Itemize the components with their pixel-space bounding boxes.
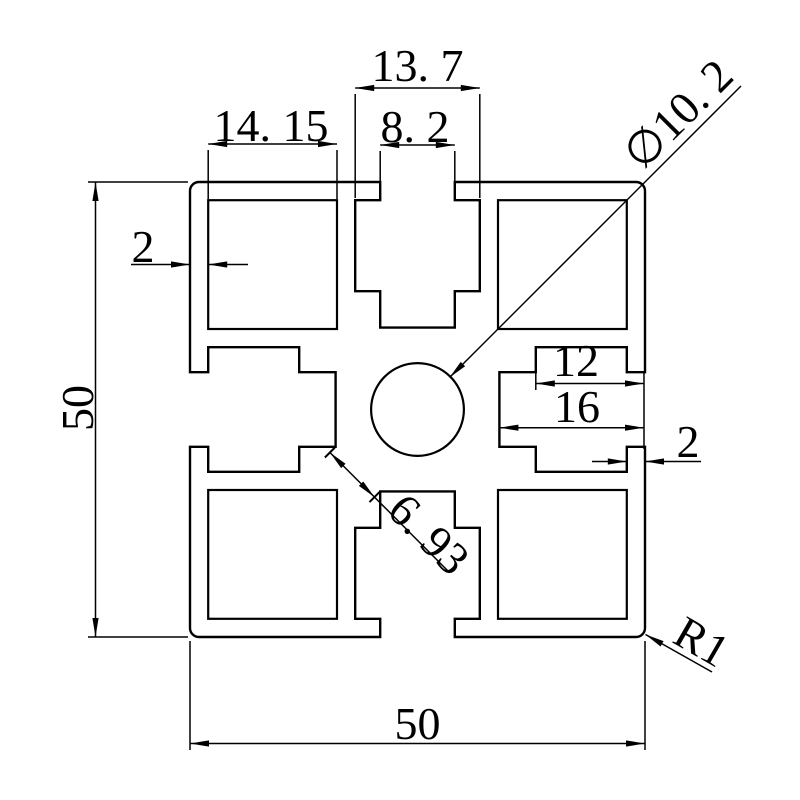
dimension-label: 50 [52,385,103,431]
dim-corner-radius: R1 [645,606,738,677]
dimension-label: 8. 2 [381,101,450,152]
dimension-label: 13. 7 [372,40,464,91]
dim-wall-thickness-right: 2 [592,416,701,467]
dimension-label: 2 [677,416,700,467]
dim-profile-width: 50 [189,641,646,750]
dimension-label: 6. 93 [378,483,479,584]
dimension-label: R1 [666,606,738,677]
dimension-label: 50 [395,698,441,749]
center-hole [370,362,466,458]
profile-outline [188,180,647,639]
dim-diagonal-web-width: 6. 93 [324,446,480,585]
dimension-label: ∅10. 2 [613,49,742,178]
corner-cavity-top-right [496,199,628,331]
dim-slot-inner-width: 13. 7 [354,40,481,198]
leader-line [645,633,713,673]
dimension-label: 14. 15 [214,100,329,151]
dim-slot-depth-wide: 12 [535,335,645,449]
dimension-label: 16 [554,381,600,432]
dim-corner-cavity-size: 14. 15 [207,100,338,199]
dim-slot-opening-width: 8. 2 [379,101,456,181]
dimension-line [329,451,376,498]
corner-cavity-bottom-right [496,488,628,620]
leader-line [373,496,449,572]
corner-cavity-bottom-left [207,488,339,620]
dimension-label: 2 [132,221,155,272]
dim-slot-depth-total: 16 [499,381,644,432]
leader-line [448,85,742,379]
dimension-label: 12 [553,335,599,386]
dim-wall-thickness-left: 2 [131,221,248,272]
dim-profile-height: 50 [52,181,188,638]
